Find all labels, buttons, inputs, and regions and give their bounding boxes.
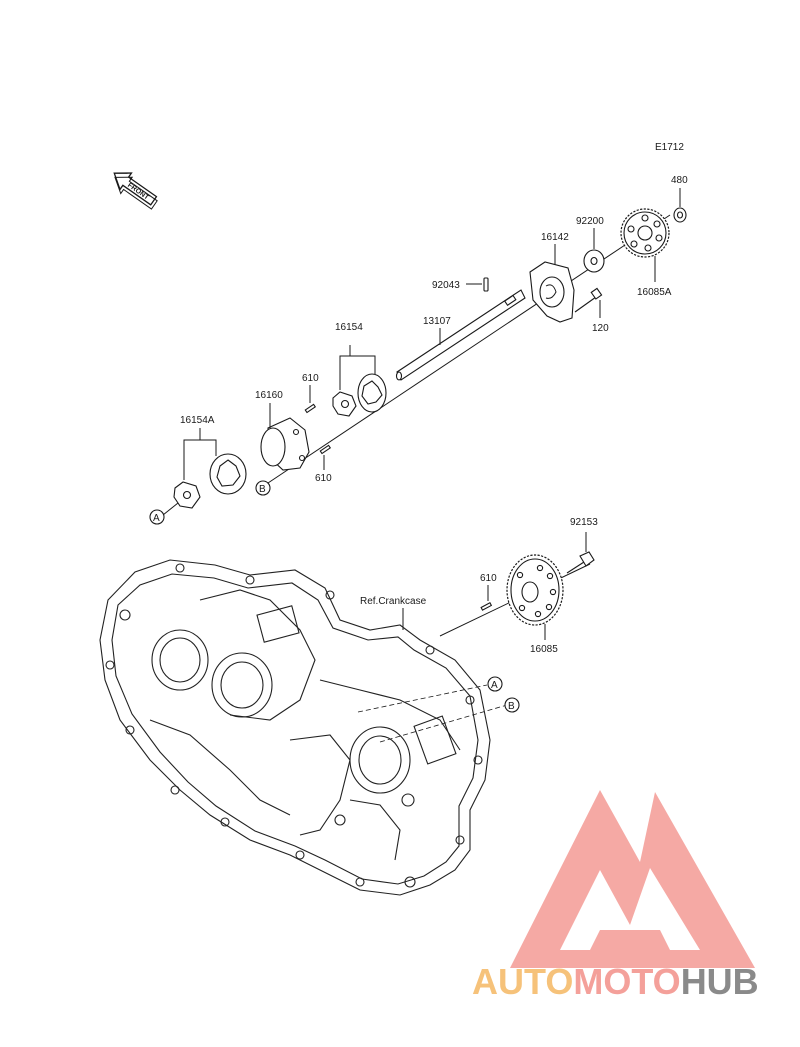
part-610-pin-upper [304, 385, 317, 414]
callout-16085A: 16085A [637, 287, 672, 298]
part-92153-bolt [566, 532, 595, 574]
crankcase-drawing [99, 559, 491, 896]
callout-16154A: 16154A [180, 415, 215, 426]
callout-92153: 92153 [570, 517, 598, 528]
callout-92200: 92200 [576, 216, 604, 227]
part-16085A-gear [620, 208, 670, 282]
part-16142-pump-cover [529, 244, 575, 323]
ref-crankcase-label: Ref.Crankcase [360, 596, 427, 607]
callout-610-upper: 610 [302, 373, 319, 384]
marker-b-case: B [504, 697, 520, 713]
callout-480: 480 [671, 175, 688, 186]
part-16154-rotor-set [332, 345, 387, 417]
leader-a-case [357, 684, 488, 713]
callout-610-gear: 610 [480, 573, 497, 584]
svg-text:A: A [153, 513, 160, 524]
svg-text:B: B [508, 701, 515, 712]
brand-hub: HUB [680, 961, 759, 1002]
svg-text:B: B [259, 484, 266, 495]
part-13107-shaft [395, 289, 526, 381]
callout-92043: 92043 [432, 280, 460, 291]
part-16154A-rotor-set [162, 428, 247, 516]
part-610-pin-lower [319, 444, 332, 470]
front-arrow-icon: FRONT [113, 172, 158, 210]
shaft-axis-line [261, 214, 671, 488]
watermark-brand: AUTOMOTOHUB [472, 962, 759, 1002]
callout-120: 120 [592, 323, 609, 334]
part-16160-pump-body [260, 403, 310, 471]
brand-moto: MOTO [573, 961, 681, 1002]
callout-610-lower: 610 [315, 473, 332, 484]
automotohub-logo-icon [510, 790, 755, 968]
part-610-pin-gear [480, 585, 493, 611]
callout-16154: 16154 [335, 322, 363, 333]
svg-text:A: A [491, 680, 498, 691]
part-480-circlip [673, 188, 687, 223]
part-92043-pin [466, 277, 489, 292]
part-16085-gear [506, 554, 564, 640]
callout-13107: 13107 [423, 316, 451, 327]
callout-16160: 16160 [255, 390, 283, 401]
part-92200-washer [583, 228, 605, 273]
leader-b-case [379, 704, 508, 743]
diagram-code: E1712 [655, 142, 684, 153]
part-120-bolt [574, 287, 603, 318]
callout-16142: 16142 [541, 232, 569, 243]
marker-a-case: A [487, 676, 503, 692]
callout-16085: 16085 [530, 644, 558, 655]
marker-a-top: A [149, 509, 165, 525]
marker-b-top: B [255, 480, 271, 496]
brand-auto: AUTO [472, 961, 574, 1002]
